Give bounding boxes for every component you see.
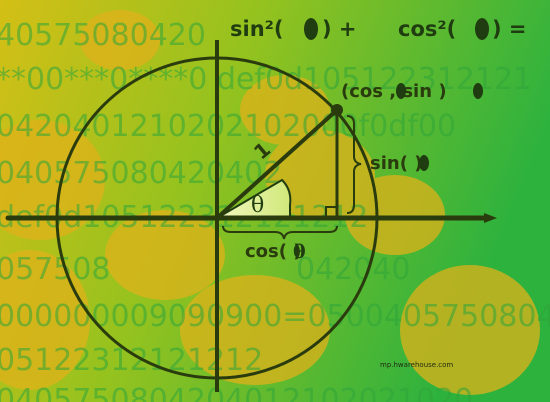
- formula-plus: ) +: [322, 17, 357, 41]
- credit-text: mp.hwarehouse.com: [380, 361, 453, 369]
- identity-formula: sin²( ) + cos²( ) =: [230, 17, 527, 41]
- x-axis-arrow: [484, 213, 497, 223]
- formula-theta-blob: [304, 18, 318, 40]
- coord-theta-blob: [396, 83, 406, 99]
- formula-equals: ) =: [492, 17, 527, 41]
- sin-theta-blob: [419, 155, 429, 171]
- bg-line: 040575080420402: [0, 156, 282, 191]
- coord-theta-blob: [473, 83, 483, 99]
- formula-cos-squared: cos²(: [398, 17, 456, 41]
- right-angle-marker: [325, 206, 337, 218]
- bg-line: 0405750804204012102021020: [0, 383, 473, 402]
- sin-label: sin( ): [370, 153, 422, 174]
- cos-theta-symbol: θ: [293, 241, 306, 263]
- bg-line: 042040: [296, 252, 411, 287]
- bg-line: 40575080420: [0, 18, 206, 53]
- bg-line: 05122312121212: [0, 343, 263, 378]
- point-coordinates-label: (cos , sin ): [341, 81, 447, 102]
- theta-angle-wedge: [213, 178, 292, 219]
- cos-brace: [222, 225, 338, 240]
- radius-line: [215, 108, 339, 220]
- bg-line: 0420401210202102000f0df00: [0, 109, 456, 144]
- sin-brace: [346, 115, 362, 214]
- formula-sin-squared: sin²(: [230, 17, 283, 41]
- bg-line: 057508: [0, 252, 111, 287]
- point-marker: [331, 104, 343, 116]
- bg-line: **00***0****0 def0d105122312121: [0, 62, 532, 97]
- formula-theta-blob: [475, 18, 489, 40]
- cos-label: cos( ): [245, 241, 301, 262]
- angle-theta-label: θ: [251, 193, 264, 218]
